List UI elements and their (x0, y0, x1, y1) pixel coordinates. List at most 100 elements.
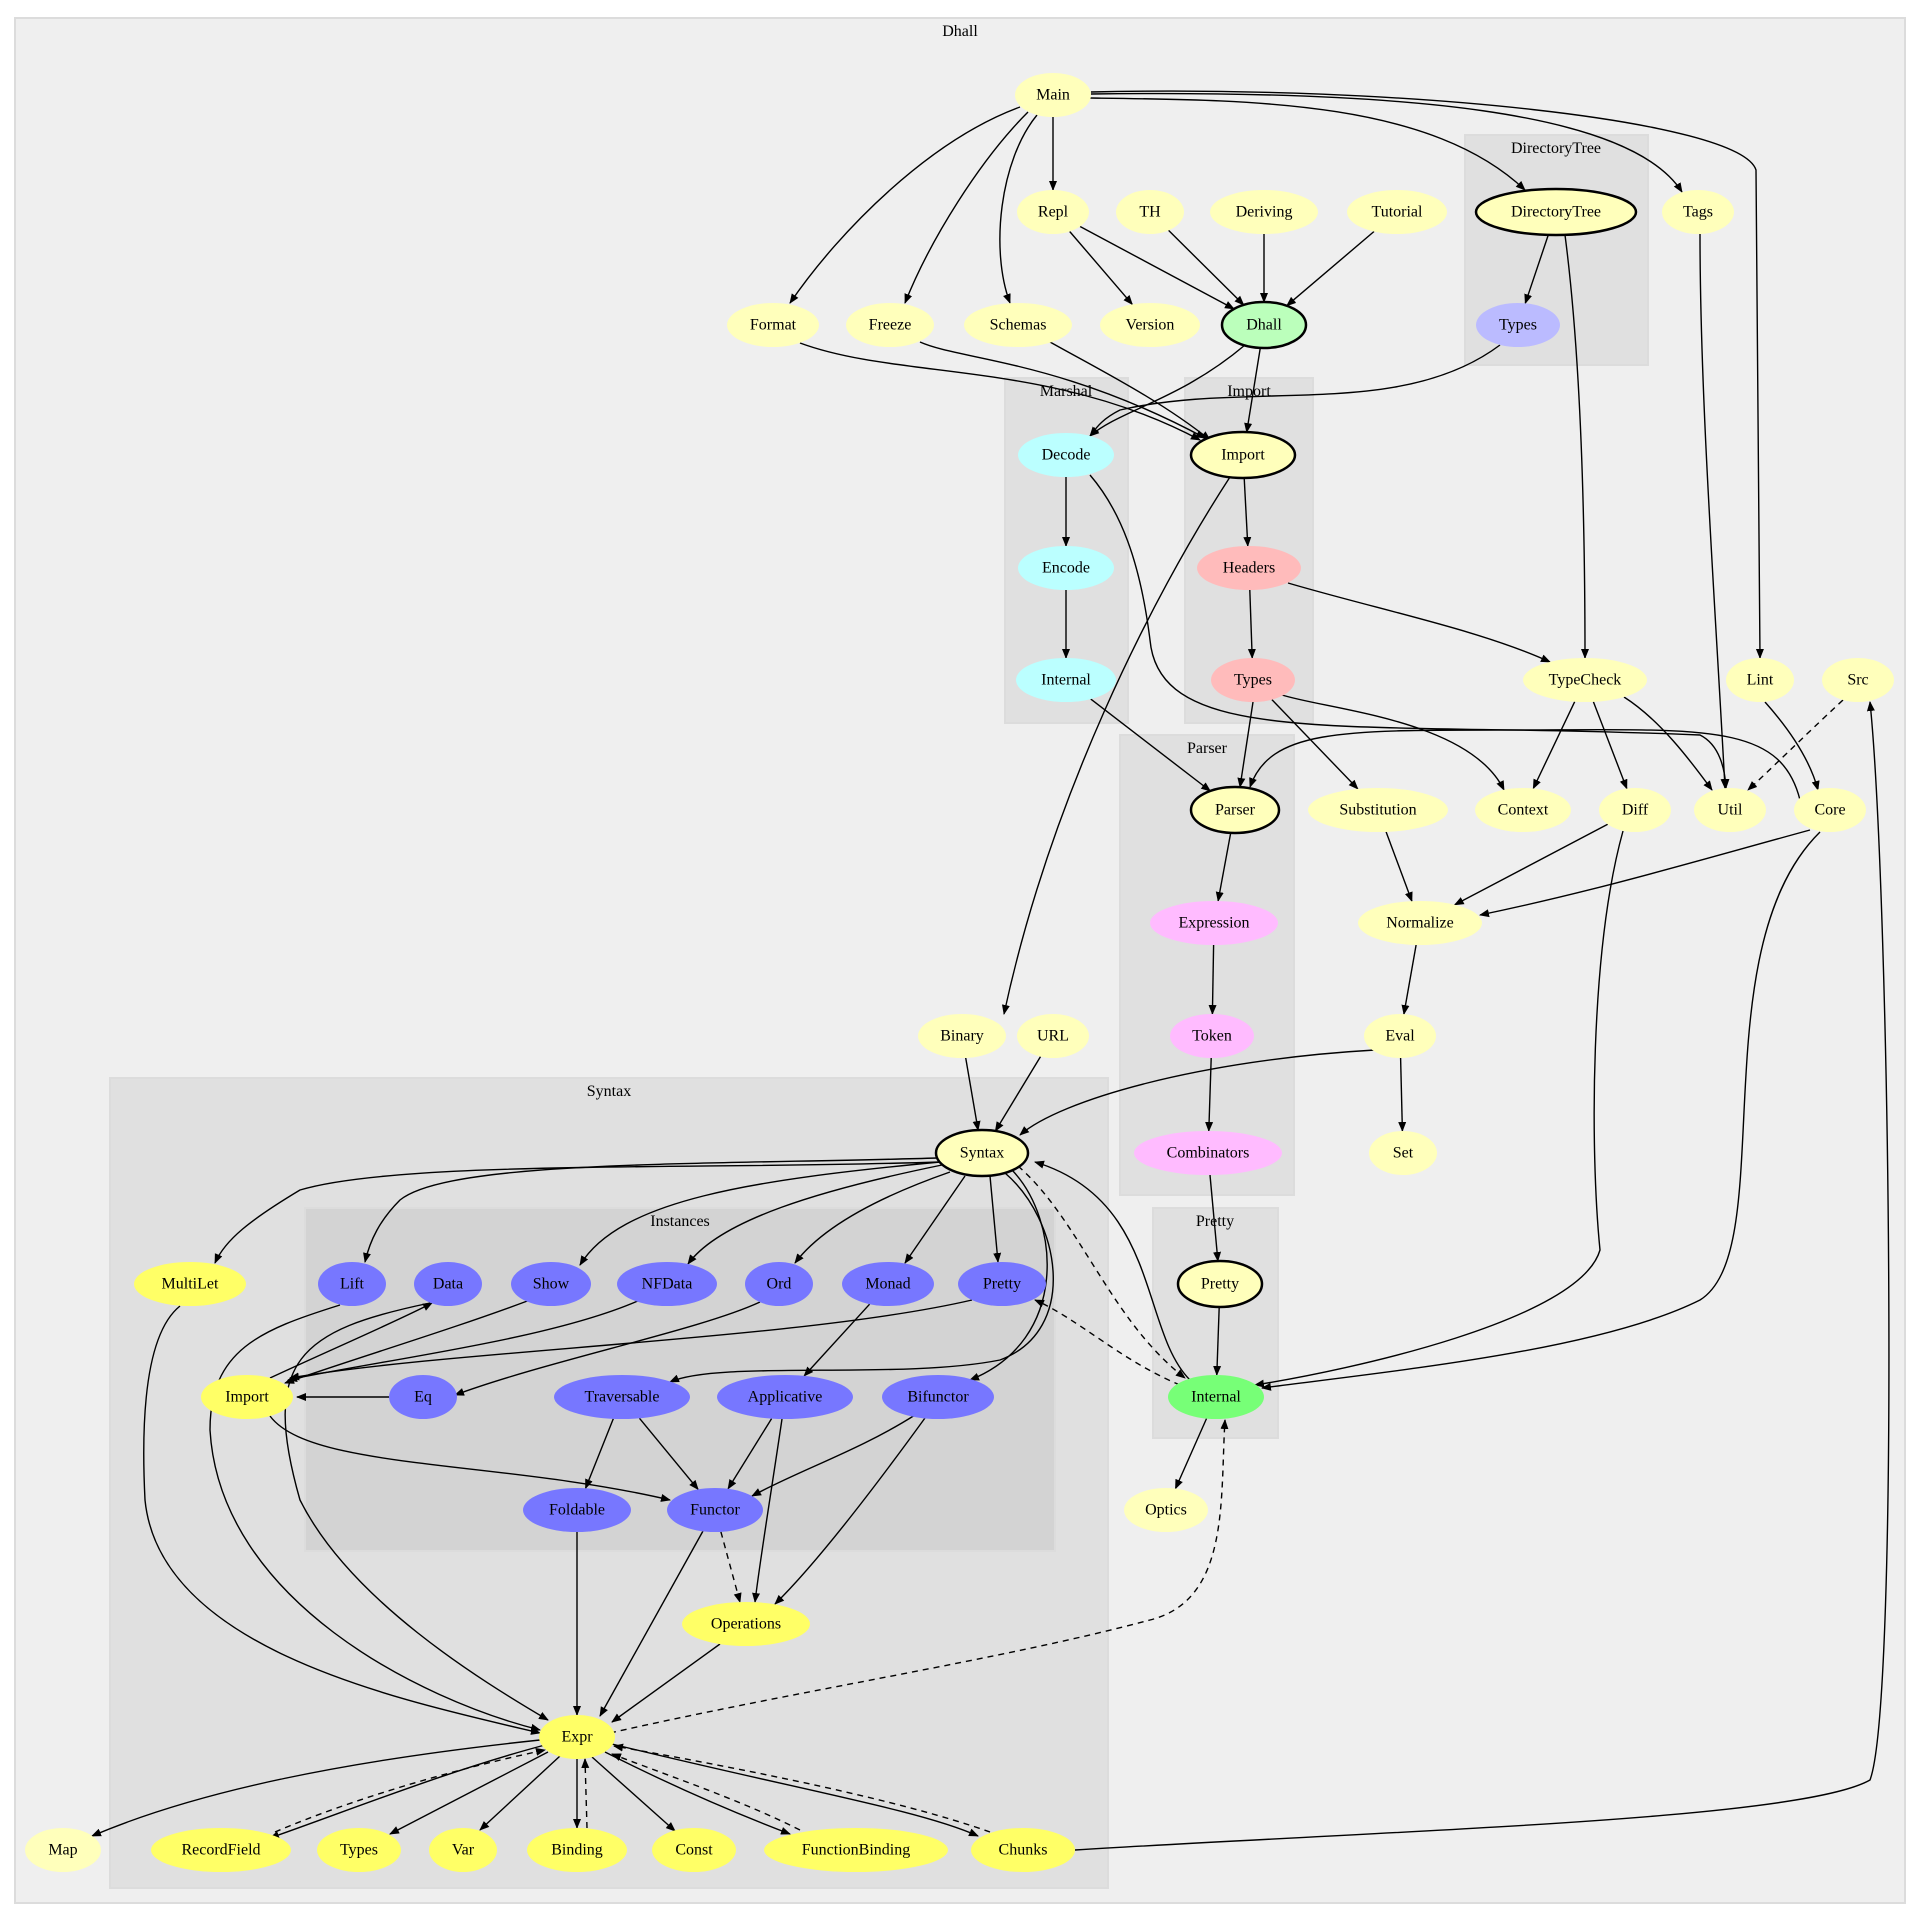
node-decode[interactable]: Decode (1018, 433, 1114, 477)
node-shape (539, 1715, 615, 1759)
edge-dt-directorytree-to-dt-types (1524, 234, 1549, 305)
node-ord[interactable]: Ord (745, 1262, 813, 1306)
node-m-internal[interactable]: Internal (1016, 658, 1116, 702)
node-chunks[interactable]: Chunks (971, 1828, 1075, 1872)
node-tags[interactable]: Tags (1662, 190, 1734, 234)
node-label: Deriving (1236, 204, 1293, 221)
node-nfdata[interactable]: NFData (617, 1262, 717, 1306)
node-label: Import (1221, 447, 1265, 464)
node-label: Eval (1385, 1028, 1415, 1045)
node-shape (764, 1828, 948, 1872)
node-format[interactable]: Format (727, 303, 819, 347)
node-i-types[interactable]: Types (1211, 658, 1295, 702)
node-label: Traversable (585, 1389, 660, 1406)
edge-decode-to-util (1089, 474, 1730, 789)
edge-i-types-to-substitution (1271, 699, 1359, 790)
node-tutorial[interactable]: Tutorial (1347, 190, 1447, 234)
node-import[interactable]: Import (1189, 430, 1297, 480)
edge-syntax-to-lift (363, 1157, 939, 1263)
node-expression[interactable]: Expression (1150, 901, 1278, 945)
node-dt-directorytree[interactable]: DirectoryTree (1474, 187, 1638, 237)
node-shape (1474, 187, 1638, 237)
node-functor[interactable]: Functor (667, 1488, 763, 1532)
node-map[interactable]: Map (25, 1828, 101, 1872)
node-dhall[interactable]: Dhall (1220, 300, 1308, 350)
node-label: Var (452, 1842, 475, 1859)
node-substitution[interactable]: Substitution (1308, 788, 1448, 832)
node-lift[interactable]: Lift (318, 1262, 386, 1306)
node-monad[interactable]: Monad (842, 1262, 934, 1306)
node-repl[interactable]: Repl (1017, 190, 1089, 234)
node-freeze[interactable]: Freeze (846, 303, 934, 347)
node-context[interactable]: Context (1475, 788, 1571, 832)
node-version[interactable]: Version (1100, 303, 1200, 347)
node-data[interactable]: Data (414, 1262, 482, 1306)
node-parser[interactable]: Parser (1189, 785, 1281, 835)
node-show[interactable]: Show (511, 1262, 591, 1306)
node-main[interactable]: Main (1015, 73, 1091, 117)
node-shape (1210, 190, 1318, 234)
edge-th-to-dhall (1168, 229, 1245, 306)
node-lint[interactable]: Lint (1726, 658, 1794, 702)
node-shape (429, 1828, 497, 1872)
node-eq[interactable]: Eq (389, 1375, 457, 1419)
node-util[interactable]: Util (1694, 788, 1766, 832)
node-optics[interactable]: Optics (1124, 1488, 1208, 1532)
node-label: DirectoryTree (1511, 204, 1601, 221)
node-const[interactable]: Const (652, 1828, 736, 1872)
node-label: Util (1718, 802, 1743, 819)
node-s-import[interactable]: Import (201, 1375, 293, 1419)
node-foldable[interactable]: Foldable (523, 1488, 631, 1532)
node-core[interactable]: Core (1794, 788, 1866, 832)
node-p-internal[interactable]: Internal (1168, 1375, 1264, 1419)
node-set[interactable]: Set (1369, 1131, 1437, 1175)
node-operations[interactable]: Operations (682, 1602, 810, 1646)
node-src[interactable]: Src (1822, 658, 1894, 702)
node-expr[interactable]: Expr (539, 1715, 615, 1759)
node-recordfield[interactable]: RecordField (151, 1828, 291, 1872)
node-encode[interactable]: Encode (1018, 546, 1114, 590)
node-label: Show (533, 1276, 570, 1293)
edge-expr-to-functionbinding (604, 1751, 791, 1835)
edge-i-types-to-parser (1237, 701, 1254, 788)
node-shape (745, 1262, 813, 1306)
node-binary[interactable]: Binary (918, 1014, 1006, 1058)
node-applicative[interactable]: Applicative (717, 1375, 853, 1419)
node-headers[interactable]: Headers (1197, 546, 1301, 590)
node-shape (971, 1828, 1075, 1872)
node-normalize[interactable]: Normalize (1358, 901, 1482, 945)
node-token[interactable]: Token (1170, 1014, 1254, 1058)
node-diff[interactable]: Diff (1599, 788, 1671, 832)
node-url[interactable]: URL (1017, 1014, 1089, 1058)
node-label: Core (1814, 802, 1845, 819)
node-schemas[interactable]: Schemas (964, 303, 1072, 347)
node-var[interactable]: Var (429, 1828, 497, 1872)
node-traversable[interactable]: Traversable (554, 1375, 690, 1419)
node-binding[interactable]: Binding (527, 1828, 627, 1872)
edge-import-to-headers (1243, 477, 1252, 547)
node-deriving[interactable]: Deriving (1210, 190, 1318, 234)
node-th[interactable]: TH (1116, 190, 1184, 234)
node-functionbinding[interactable]: FunctionBinding (764, 1828, 948, 1872)
edge-expr-to-p-internal (609, 1419, 1229, 1734)
node-typecheck[interactable]: TypeCheck (1523, 658, 1647, 702)
node-shape (201, 1375, 293, 1419)
node-shape (1018, 433, 1114, 477)
node-eval[interactable]: Eval (1364, 1014, 1436, 1058)
node-label: Chunks (999, 1842, 1048, 1859)
edge-headers-to-i-types (1247, 589, 1256, 659)
node-s-types[interactable]: Types (317, 1828, 401, 1872)
node-label: TypeCheck (1549, 672, 1622, 689)
edge-repl-to-dhall (1079, 225, 1235, 310)
node-syntax[interactable]: Syntax (934, 1128, 1030, 1178)
node-shape (1016, 658, 1116, 702)
node-multilet[interactable]: MultiLet (134, 1262, 246, 1306)
node-shape (527, 1828, 627, 1872)
node-combinators[interactable]: Combinators (1134, 1131, 1282, 1175)
node-dt-types[interactable]: Types (1476, 303, 1560, 347)
node-bifunctor[interactable]: Bifunctor (882, 1375, 994, 1419)
node-p-pretty[interactable]: Pretty (1176, 1259, 1264, 1309)
edge-format-to-import (799, 342, 1201, 441)
node-s-pretty[interactable]: Pretty (958, 1262, 1046, 1306)
edge-binding-to-expr (581, 1758, 590, 1829)
